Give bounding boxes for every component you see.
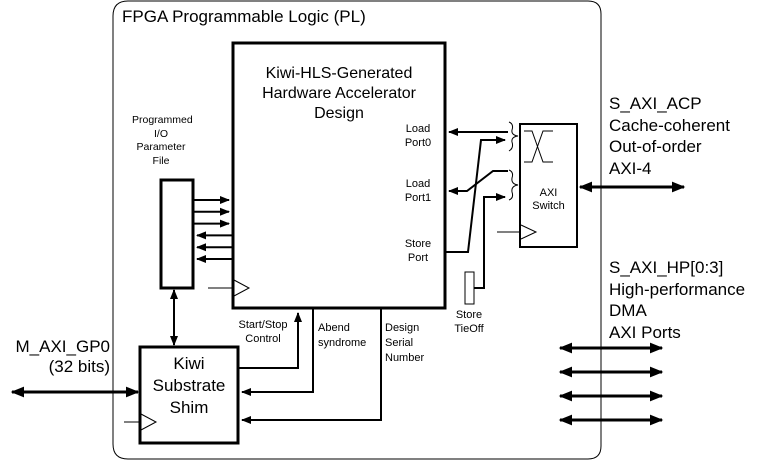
accelerator-box — [231, 41, 447, 310]
shim-label: Kiwi Substrate Shim — [140, 353, 238, 419]
fpga-pl-title: FPGA Programmable Logic (PL) — [122, 7, 366, 26]
param-file-label: Programmed I/O Parameter File — [132, 114, 193, 168]
switch-input-brace-0 — [508, 121, 519, 152]
acp-label: S_AXI_ACP Cache-coherent Out-of-order AX… — [609, 93, 730, 179]
axi-switch-label-line: AXI — [539, 187, 558, 199]
store-tieoff-box — [464, 271, 475, 305]
param-file-label-line: Programmed — [132, 114, 193, 126]
signal-label-line: Abend — [318, 322, 350, 334]
gp0-label-line: (32 bits) — [48, 357, 110, 376]
param-file-box — [159, 178, 195, 290]
shim-box — [138, 345, 240, 445]
acp-label-line: Cache-coherent — [609, 115, 730, 135]
start-stop-label: Start/Stop Control — [232, 318, 294, 346]
port-label-line: Store — [404, 238, 432, 250]
load-port1-label: Load Port1 — [398, 177, 438, 206]
axi-switch-cross-icon — [524, 130, 553, 163]
signal-label-line: Serial — [385, 337, 414, 349]
signal-label-line: syndrome — [318, 337, 367, 349]
port-label-line: Port1 — [404, 192, 432, 205]
fpga-pl-region — [112, 0, 602, 460]
shim-label-line: Shim — [169, 398, 209, 417]
load-port0-label: Load Port0 — [398, 122, 438, 151]
axi-switch-label-line: Switch — [532, 200, 565, 212]
signal-label-line: Control — [245, 333, 281, 345]
acp-label-line: AXI-4 — [609, 158, 652, 178]
start-stop-wire — [239, 312, 302, 369]
switch-input-brace-1 — [508, 169, 519, 201]
hp-label-line: High-performance — [609, 279, 746, 299]
port-label-line: Load — [405, 123, 431, 135]
acp-label-line: S_AXI_ACP — [609, 94, 702, 113]
axi-switch-label: AXI Switch — [520, 187, 577, 213]
shim-label-line: Kiwi — [173, 354, 205, 373]
axi-switch-clock-icon — [520, 224, 538, 240]
signal-label-line: Number — [385, 352, 425, 364]
serial-label: Design Serial Number — [385, 321, 424, 366]
signal-label-line: Design — [385, 322, 420, 334]
store-tieoff-label-line: TieOff — [454, 323, 484, 335]
shim-clock-icon — [140, 413, 158, 431]
accelerator-title-line: Kiwi-HLS-Generated — [265, 65, 413, 82]
hp-label-line: DMA — [609, 301, 647, 320]
hp-label-line: AXI Ports — [609, 322, 681, 342]
store-tieoff-wire — [474, 193, 506, 289]
param-file-label-line: Parameter — [136, 141, 186, 153]
shim-label-line: Substrate — [152, 376, 226, 395]
accelerator-title: Kiwi-HLS-Generated Hardware Accelerator … — [233, 64, 445, 124]
axi-switch-box — [519, 123, 578, 248]
port-label-line: Load — [405, 178, 431, 190]
signal-label-line: Start/Stop — [238, 319, 288, 331]
param-file-label-line: File — [152, 154, 170, 167]
port-label-line: Port — [407, 252, 429, 265]
store-tieoff-label: Store TieOff — [449, 308, 489, 336]
abend-label: Abend syndrome — [318, 321, 366, 351]
store-port-label: Store Port — [398, 237, 438, 266]
serial-wire — [241, 309, 382, 424]
port-label-line: Port0 — [404, 137, 432, 150]
accelerator-title-line: Hardware Accelerator — [262, 85, 416, 102]
accelerator-clock-icon — [233, 279, 251, 297]
hp-label: S_AXI_HP[0:3] High-performance DMA AXI P… — [609, 257, 745, 343]
gp0-label: M_AXI_GP0 (32 bits) — [2, 337, 111, 377]
store-tieoff-label-line: Store — [455, 309, 483, 321]
accelerator-title-line: Design — [314, 105, 364, 122]
acp-label-line: Out-of-order — [609, 137, 702, 156]
param-file-label-line: I/O — [153, 127, 168, 140]
hp-label-line: S_AXI_HP[0:3] — [609, 258, 724, 277]
store-port-wire — [446, 136, 506, 253]
abend-wire — [241, 309, 314, 396]
gp0-label-line: M_AXI_GP0 — [15, 337, 111, 356]
load-port1-wire — [448, 170, 508, 195]
